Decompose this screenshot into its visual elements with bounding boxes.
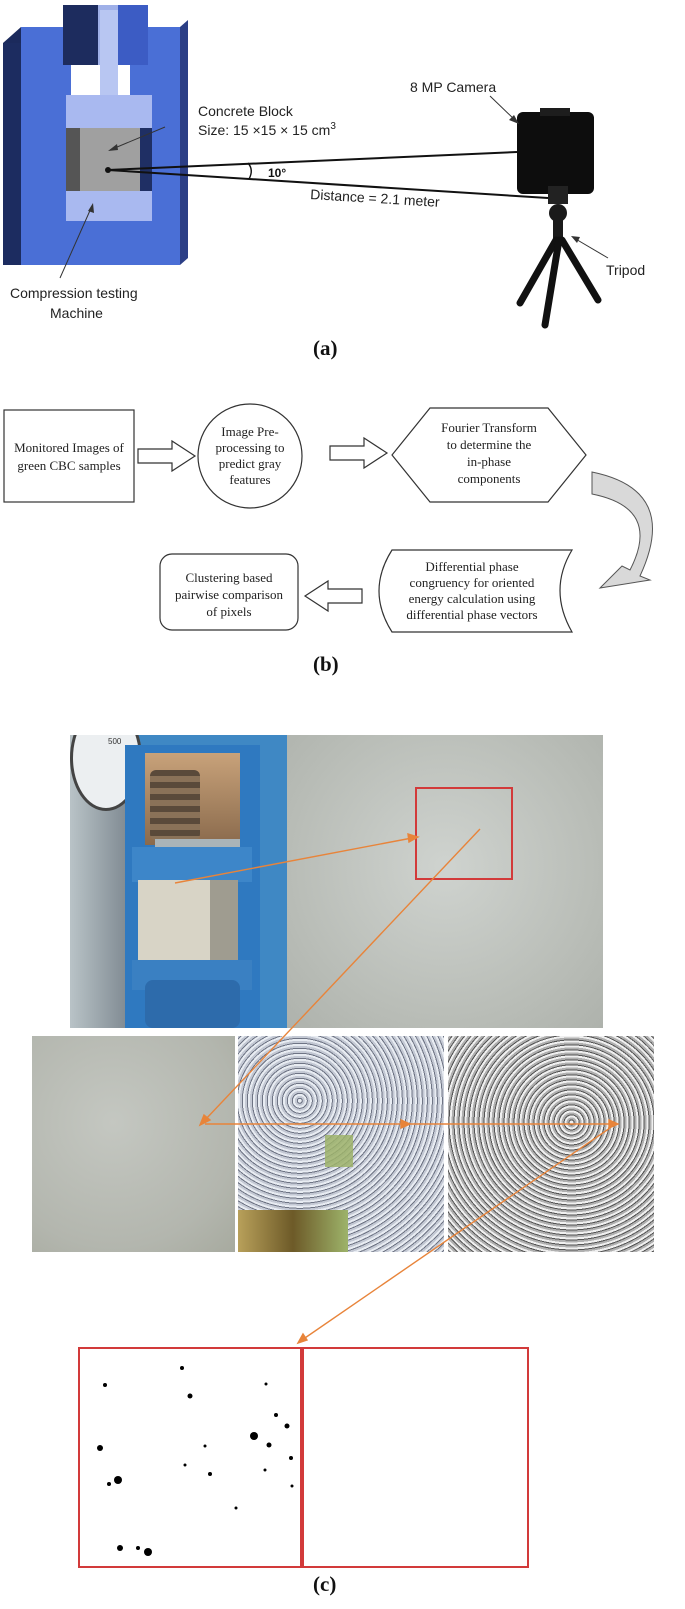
concrete-block-label: Concrete Block — [198, 103, 294, 119]
step5-line2: pairwise comparison — [175, 587, 283, 602]
camera-label: 8 MP Camera — [410, 79, 496, 95]
step4-line1: Differential phase — [425, 559, 518, 574]
connector-block-to-roi — [174, 837, 413, 884]
connector-phase-to-map — [301, 1127, 611, 1341]
arrow-1 — [137, 439, 197, 473]
curved-arrow — [591, 471, 653, 589]
step5-box — [159, 553, 299, 631]
panel-c-label: (c) — [313, 1572, 337, 1596]
angle-arc — [247, 162, 252, 180]
gauge-label: 500 — [108, 737, 122, 746]
step2-line4: features — [229, 472, 270, 487]
step5-line1: Clustering based — [185, 570, 273, 585]
sight-line-lower — [107, 169, 549, 199]
angle-label: 10° — [268, 166, 286, 180]
step3-hexagon — [391, 407, 587, 503]
distance-label: Distance = 2.1 meter — [310, 186, 441, 210]
panel-b-label: (b) — [313, 652, 339, 676]
step4-line3: energy calculation using — [409, 591, 536, 606]
concrete-block-size: Size: 15 ×15 × 15 cm3 — [198, 121, 336, 138]
arrow-2 — [329, 436, 389, 470]
step1-box — [3, 409, 135, 503]
roi-crop-original — [32, 1036, 235, 1252]
connector-roi-to-crop — [204, 828, 481, 1121]
compression-machine — [3, 5, 188, 265]
step2-circle — [197, 403, 303, 509]
step3-line1: Fourier Transform — [441, 420, 537, 435]
panel-a-label: (a) — [313, 336, 338, 360]
camera-on-tripod — [516, 108, 602, 329]
step4-line2: congruency for oriented — [410, 575, 535, 590]
roi-box-top — [415, 787, 513, 880]
arrow-3 — [303, 579, 363, 613]
step4-shape — [378, 549, 574, 633]
machine-label-line2: Machine — [50, 305, 103, 321]
step3-line2: to determine the — [447, 437, 532, 452]
setup-diagram: Concrete Block Size: 15 ×15 × 15 cm3 8 M… — [3, 5, 645, 329]
step1-line1: Monitored Images of — [14, 440, 124, 455]
step3-line4: components — [458, 471, 521, 486]
tripod-label: Tripod — [606, 262, 645, 278]
step3-line3: in-phase — [467, 454, 511, 469]
crack-map-empty — [302, 1347, 529, 1568]
step2-line3: predict gray — [219, 456, 282, 471]
machine-label-line1: Compression testing — [10, 285, 138, 301]
step1-line2: green CBC samples — [17, 458, 120, 473]
step2-line2: processing to — [216, 440, 285, 455]
block-surface-photo — [287, 735, 603, 1028]
step4-line4: differential phase vectors — [406, 607, 537, 622]
step5-line3: of pixels — [206, 604, 251, 619]
workflow-diagram: Monitored Images of green CBC samples Im… — [3, 403, 653, 633]
step2-line1: Image Pre- — [221, 424, 278, 439]
machine-photo: 500 — [70, 735, 287, 1028]
crack-specks — [97, 1366, 294, 1556]
sight-line-upper — [107, 151, 518, 171]
